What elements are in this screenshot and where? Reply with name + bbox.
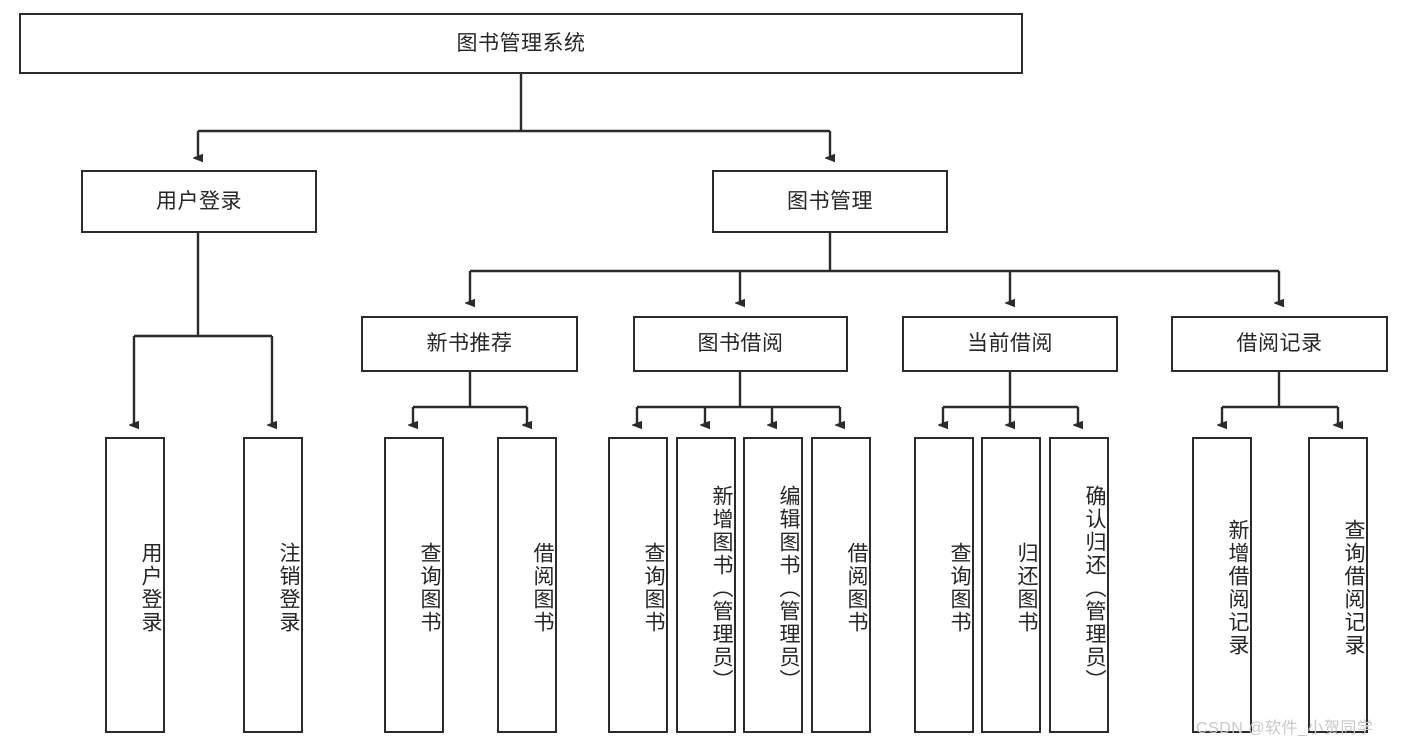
leaf-logout[interactable]: 注销登录 [243,437,303,733]
leaf-user-login[interactable]: 用户登录 [105,437,165,733]
node-label: 注销登录 [277,542,300,634]
leaf-query-book-recommend[interactable]: 查询图书 [384,437,444,733]
leaf-borrow-book-recommend[interactable]: 借阅图书 [497,437,557,733]
node-label: 新书推荐 [426,332,513,356]
leaf-query-book-current[interactable]: 查询图书 [914,437,974,733]
node-label: 用户登录 [156,189,242,213]
node-label: 新增借阅记录 [1226,519,1249,657]
node-label: 图书管理 [787,189,873,213]
node-label: 用户登录 [139,542,162,634]
node-borrow-record[interactable]: 借阅记录 [1171,316,1388,372]
node-label: 借阅图书 [845,542,868,634]
node-label: 查询借阅记录 [1342,519,1365,657]
node-label: 归还图书 [1015,542,1038,634]
node-label: 借阅图书 [531,542,554,634]
node-book-management[interactable]: 图书管理 [712,170,948,233]
node-book-borrow[interactable]: 图书借阅 [633,316,848,372]
node-label: 新增图书（管理员） [710,484,733,692]
leaf-borrow-book[interactable]: 借阅图书 [811,437,871,733]
leaf-confirm-return-admin[interactable]: 确认归还（管理员） [1049,437,1109,733]
leaf-query-borrow-record[interactable]: 查询借阅记录 [1308,437,1368,733]
node-label: 查询图书 [948,542,971,634]
node-label: 借阅记录 [1236,332,1323,356]
node-label: 确认归还（管理员） [1083,484,1106,692]
leaf-return-book[interactable]: 归还图书 [981,437,1041,733]
node-label: 图书借阅 [697,332,784,356]
leaf-add-borrow-record[interactable]: 新增借阅记录 [1192,437,1252,733]
node-user-login[interactable]: 用户登录 [81,170,317,233]
node-label: 图书管理系统 [456,31,586,55]
node-new-book-recommend[interactable]: 新书推荐 [361,316,578,372]
node-label: 查询图书 [642,542,665,634]
leaf-edit-book-admin[interactable]: 编辑图书（管理员） [743,437,803,733]
node-label: 当前借阅 [967,332,1053,356]
node-label: 编辑图书（管理员） [777,484,800,692]
node-book-management-system[interactable]: 图书管理系统 [19,13,1023,74]
node-label: 查询图书 [418,542,441,634]
leaf-query-book-borrow[interactable]: 查询图书 [608,437,668,733]
leaf-add-book-admin[interactable]: 新增图书（管理员） [676,437,736,733]
node-current-borrow[interactable]: 当前借阅 [902,316,1118,372]
